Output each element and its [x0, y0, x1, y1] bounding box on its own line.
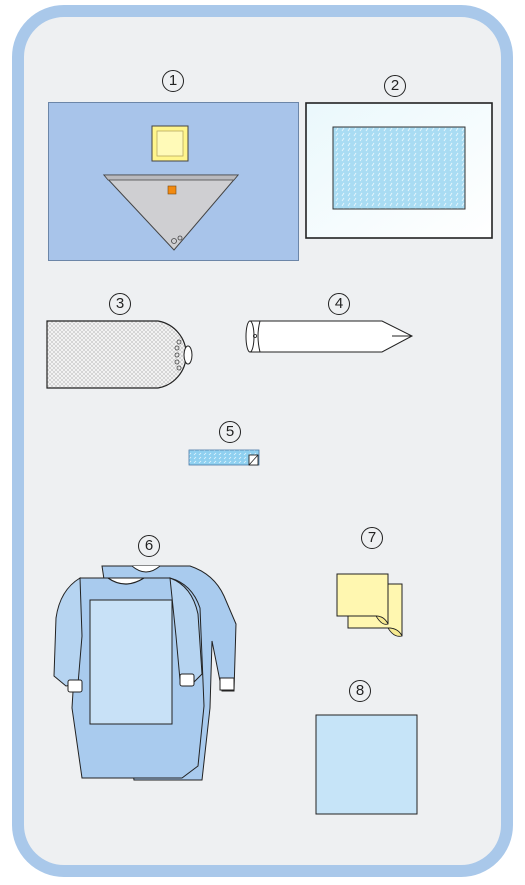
adhesive-film-dressing-icon [305, 102, 493, 240]
drape-with-triangular-pouch-icon [48, 102, 300, 262]
mesh-camera-cover-icon [46, 320, 196, 390]
item-number-6: 6 [138, 535, 160, 557]
surgical-gowns-icon [52, 556, 242, 788]
item-number-3: 3 [109, 293, 131, 315]
item-number-1: 1 [162, 70, 184, 92]
item-number-7: 7 [361, 527, 383, 549]
item-number-8: 8 [349, 680, 371, 702]
hand-towels-icon [336, 570, 406, 642]
tubular-probe-cover-icon [244, 318, 416, 358]
square-towel-icon [315, 714, 419, 816]
item-number-4: 4 [328, 293, 350, 315]
item-number-5: 5 [219, 421, 241, 443]
item-number-2: 2 [384, 75, 406, 97]
adhesive-tape-strip-icon [188, 448, 262, 468]
